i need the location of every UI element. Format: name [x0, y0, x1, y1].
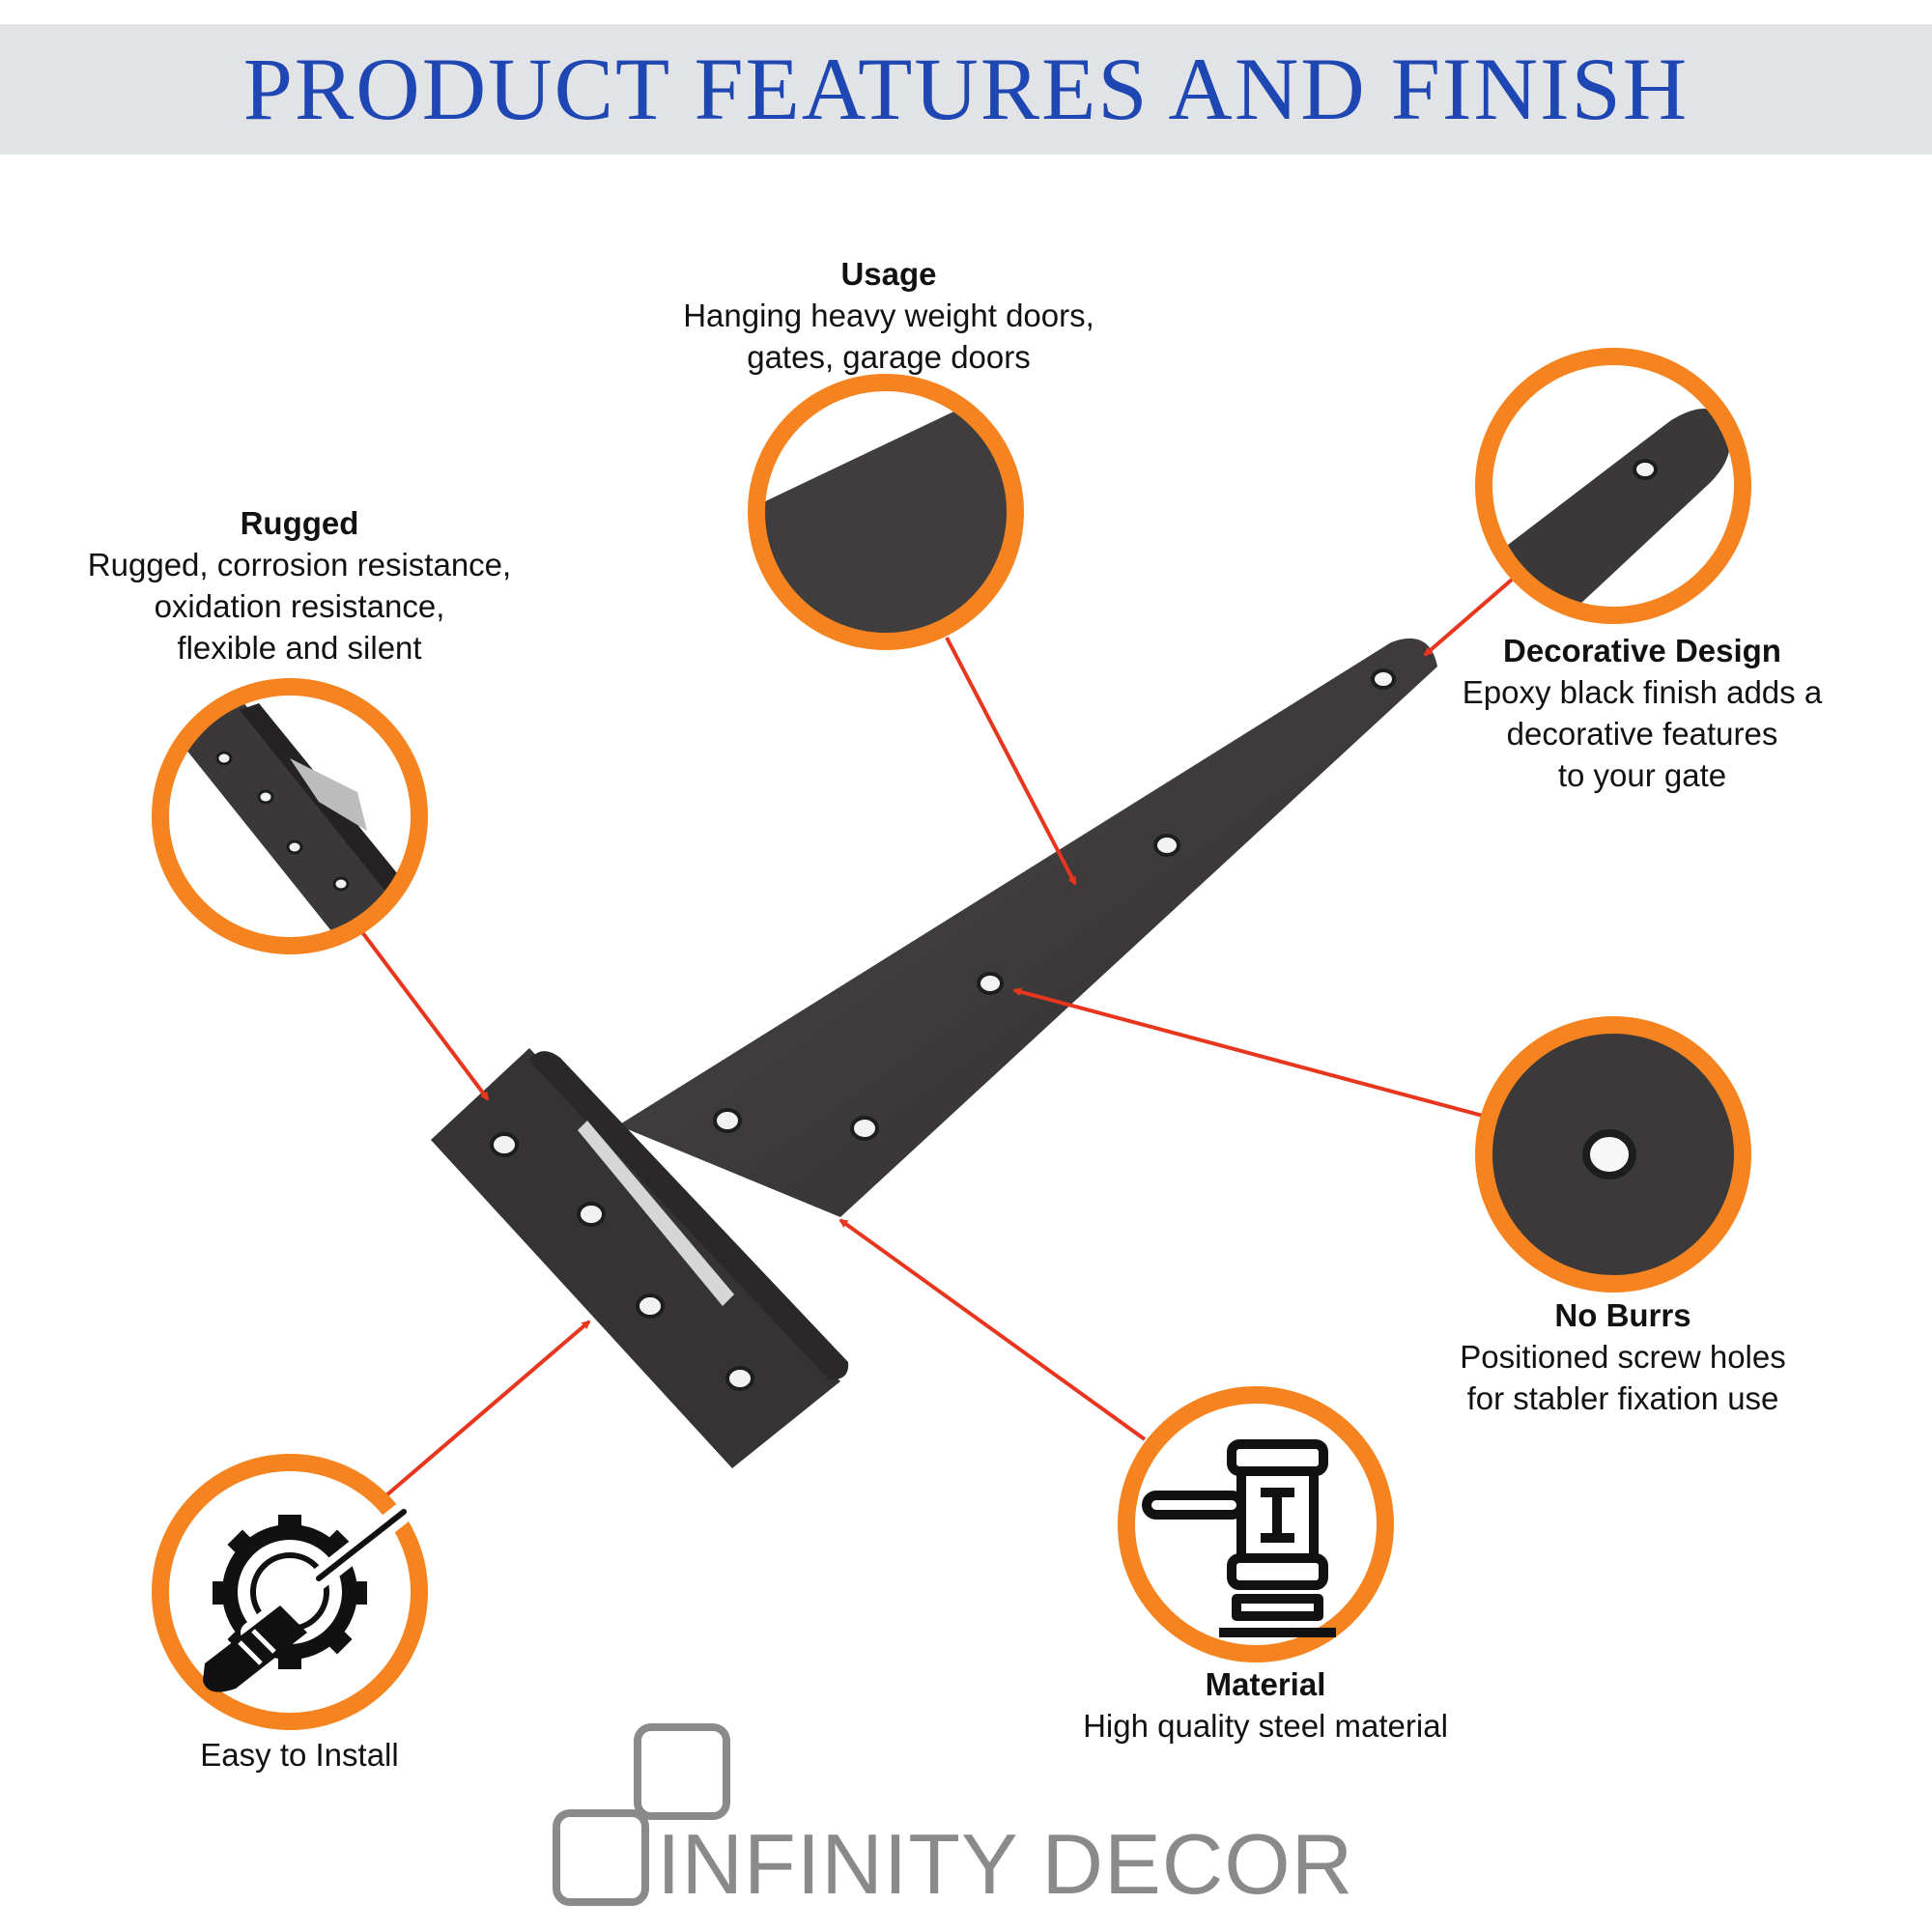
feature-decorative-description: Epoxy black finish adds a decorative fea… — [1462, 674, 1823, 793]
hinge-leaf — [431, 1048, 840, 1468]
feature-usage-title: Usage — [840, 256, 937, 292]
t-hinge — [431, 638, 1437, 1468]
arrow-decorative — [1423, 578, 1514, 657]
arrow-material — [838, 1218, 1147, 1441]
hinge-knuckle — [529, 1051, 849, 1380]
install-badge — [152, 1454, 428, 1730]
arrow-rugged — [360, 930, 490, 1101]
gavel-icon — [1142, 1439, 1336, 1637]
rugged-closeup — [152, 678, 428, 954]
decorative-closeup — [1475, 348, 1751, 624]
knuckle-gap — [578, 1121, 734, 1306]
material-badge — [1118, 1386, 1394, 1662]
arrow-burrs — [1012, 987, 1484, 1118]
feature-install-title: Easy to Install — [200, 1737, 399, 1773]
feature-material: Material High quality steel material — [1024, 1663, 1507, 1747]
feature-no-burrs-title: No Burrs — [1554, 1297, 1691, 1333]
screw-holes — [490, 668, 1396, 1391]
brand-name: INFINITY DECOR — [657, 1816, 1354, 1912]
burrs-closeup — [1475, 1016, 1751, 1293]
header-banner: PRODUCT FEATURES AND FINISH — [0, 24, 1932, 155]
feature-material-description: High quality steel material — [1083, 1708, 1448, 1744]
page-title: PRODUCT FEATURES AND FINISH — [242, 40, 1690, 138]
feature-no-burrs: No Burrs Positioned screw holes for stab… — [1381, 1294, 1864, 1419]
brand-logo-mark — [553, 1723, 730, 1906]
gear-screwdriver-icon — [203, 1501, 414, 1692]
feature-decorative: Decorative Design Epoxy black finish add… — [1410, 630, 1874, 796]
arrow-usage — [945, 637, 1077, 886]
feature-rugged-title: Rugged — [240, 505, 359, 541]
feature-install: Easy to Install — [106, 1734, 493, 1776]
usage-closeup — [748, 374, 1024, 650]
feature-rugged: Rugged Rugged, corrosion resistance, oxi… — [19, 502, 580, 668]
feature-no-burrs-description: Positioned screw holes for stabler fixat… — [1460, 1339, 1786, 1416]
callout-arrows — [360, 578, 1514, 1497]
feature-usage: Usage Hanging heavy weight doors, gates,… — [599, 253, 1179, 378]
feature-rugged-description: Rugged, corrosion resistance, oxidation … — [87, 547, 512, 666]
arrow-install — [384, 1320, 591, 1497]
feature-material-title: Material — [1205, 1666, 1326, 1702]
feature-usage-description: Hanging heavy weight doors, gates, garag… — [683, 298, 1094, 375]
hinge-strap — [618, 638, 1437, 1217]
feature-decorative-title: Decorative Design — [1503, 633, 1781, 668]
